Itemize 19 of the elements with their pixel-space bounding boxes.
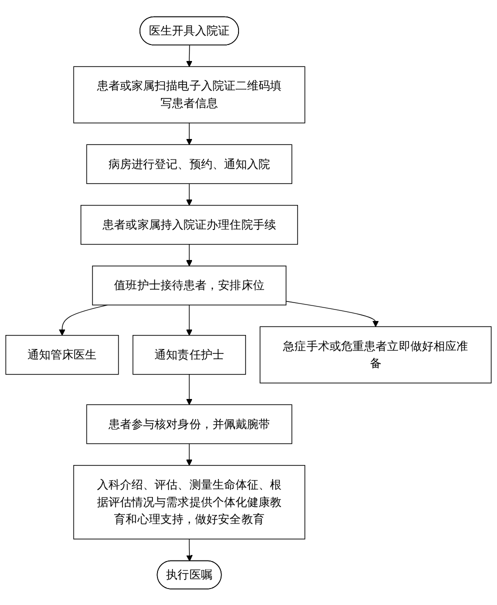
arrow: [186, 443, 192, 466]
node-box: 值班护士接待患者，安排床位: [92, 265, 286, 306]
node-box: 通知责任护士: [132, 334, 246, 374]
arrow: [186, 182, 192, 206]
node-box: 急症手术或危重患者立即做好相应准备: [260, 326, 492, 384]
arrow: [186, 122, 192, 145]
arrow: [186, 304, 192, 336]
node-box: 入科介绍、评估、测量生命体征、根据评估情况与需求提供个体化健康教育和心理支持，做好安全教育: [73, 464, 306, 540]
node-box: 患者或家属扫描电子入院证二维码填写患者信息: [73, 66, 306, 123]
node-box: 病房进行登记、预约、通知入院: [86, 144, 292, 184]
arrow: [286, 300, 379, 327]
arrow: [186, 538, 193, 562]
arrow: [186, 244, 192, 266]
arrow: [186, 44, 192, 67]
arrow: [186, 374, 192, 405]
node-box: 通知管床医生: [5, 334, 119, 374]
arrow: [58, 304, 108, 336]
node-box: 患者或家属持入院证办理住院手续: [80, 204, 298, 244]
node-box: 患者参与核对身份，并佩戴腕带: [86, 404, 292, 444]
